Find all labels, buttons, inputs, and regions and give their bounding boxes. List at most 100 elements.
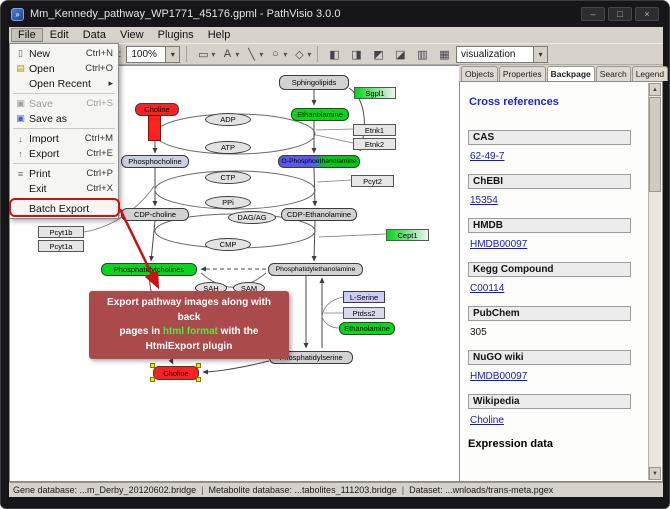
tab-properties[interactable]: Properties (498, 66, 546, 81)
selection-handle[interactable] (196, 377, 201, 382)
chevron-down-icon[interactable]: ▾ (211, 49, 216, 59)
xref-link-cas[interactable]: 62-49-7 (470, 151, 505, 162)
xref-link-chebi[interactable]: 15354 (470, 195, 498, 206)
save-as-disk-icon: ▣ (16, 113, 25, 123)
menu-item-batch-export[interactable]: Batch Export (10, 201, 118, 216)
chevron-down-icon[interactable]: ▾ (165, 46, 180, 62)
node-etnk2[interactable]: Etnk2 (353, 138, 396, 150)
menu-item-label: Import (29, 132, 59, 145)
distribute-horizontal-button[interactable]: ▥ (417, 48, 428, 61)
node-etnk1[interactable]: Etnk1 (353, 124, 396, 136)
menu-item-import[interactable]: ↓ Import Ctrl+M (10, 131, 118, 146)
tab-objects[interactable]: Objects (461, 66, 498, 81)
import-arrow-icon: ↓ (18, 133, 23, 144)
node-l-serine[interactable]: L-Serine (343, 291, 385, 303)
tab-legend[interactable]: Legend (631, 66, 669, 81)
node-cdp-ethanolamine[interactable]: CDP-Ethanolamine (281, 208, 357, 221)
node-atp[interactable]: ATP (205, 141, 251, 154)
datanode-tool-button[interactable]: ▭ ▾ (193, 45, 215, 63)
node-ethanolamine-2[interactable]: Ethanolamine (339, 322, 395, 335)
node-ppi[interactable]: PPi (205, 196, 251, 209)
chevron-down-icon[interactable]: ▾ (533, 47, 547, 62)
maximize-button[interactable]: □ (608, 7, 632, 21)
node-sphingolipids[interactable]: Sphingolipids (279, 75, 349, 90)
visualization-combobox[interactable]: visualization ▾ (456, 46, 548, 63)
status-metabolite-db: Metabolite database: ...tabolites_111203… (208, 485, 397, 495)
scroll-up-icon[interactable]: ▲ (649, 83, 661, 96)
chevron-down-icon[interactable]: ▾ (235, 49, 240, 59)
new-file-icon: ▯ (18, 48, 23, 58)
node-adp[interactable]: ADP (205, 113, 251, 126)
shape-tool-button[interactable]: ○ ▾ (265, 45, 287, 63)
xref-link-nugo[interactable]: HMDB00097 (470, 371, 528, 382)
node-pcyt1b[interactable]: Pcyt1b (38, 226, 84, 238)
line-tool-button[interactable]: ╲ ▾ (241, 45, 263, 63)
printer-icon: ≡ (17, 168, 24, 179)
status-dataset: Dataset: ...wnloads/trans-meta.pgex (409, 485, 554, 495)
zoom-value: 100% (131, 48, 157, 60)
node-pcyt2[interactable]: Pcyt2 (351, 175, 394, 187)
node-ctp[interactable]: CTP (205, 171, 251, 184)
menu-item-export[interactable]: ↑ Export Ctrl+E (10, 146, 118, 161)
menu-item-print[interactable]: ≡ Print Ctrl+P (10, 166, 118, 181)
menu-file[interactable]: File (11, 28, 43, 42)
node-ethanolamine[interactable]: Ethanolamine (291, 108, 349, 121)
db-header-cas: CAS (468, 130, 631, 145)
tab-backpage[interactable]: Backpage (546, 66, 595, 81)
selection-handle[interactable] (150, 377, 155, 382)
node-dag[interactable]: DAG/AG (228, 211, 276, 224)
close-button[interactable]: × (635, 7, 659, 21)
menu-item-save[interactable]: ▣ Save Ctrl+S (10, 96, 118, 111)
scrollbar-thumb[interactable] (649, 97, 661, 192)
chevron-down-icon[interactable]: ▾ (307, 49, 312, 59)
annotation-line2-post: with the (217, 326, 259, 337)
node-ptdss2[interactable]: Ptdss2 (343, 307, 385, 319)
selection-handle[interactable] (196, 363, 201, 368)
menu-edit[interactable]: Edit (49, 29, 69, 41)
menu-data[interactable]: Data (82, 29, 106, 41)
menu-plugins[interactable]: Plugins (157, 29, 194, 41)
align-top-button[interactable]: ◩ (373, 48, 384, 61)
shape-icon: ○ (272, 48, 279, 60)
tab-search[interactable]: Search (595, 66, 631, 81)
node-o-phosphoethanolamine[interactable]: O-Phosphoethanolamine (278, 155, 360, 168)
align-left-button[interactable]: ◧ (329, 48, 340, 61)
node-sgpl1[interactable]: Sgpl1 (354, 87, 396, 99)
node-choline-selected[interactable]: Choline (153, 366, 199, 380)
scroll-down-icon[interactable]: ▼ (649, 467, 661, 480)
side-panel: Objects Properties Backpage Search Legen… (459, 65, 669, 482)
chevron-down-icon[interactable]: ▾ (259, 49, 264, 59)
menu-item-exit[interactable]: Exit Ctrl+X (10, 181, 118, 196)
align-right-button[interactable]: ◨ (351, 48, 362, 61)
title-bar[interactable]: » Mm_Kennedy_pathway_WP1771_45176.gpml -… (1, 1, 669, 27)
template-tool-button[interactable]: ◇ ▾ (289, 45, 311, 63)
distribute-vertical-button[interactable]: ▦ (439, 48, 450, 61)
node-cmp[interactable]: CMP (205, 238, 251, 251)
align-bottom-button[interactable]: ◪ (395, 48, 406, 61)
menu-view[interactable]: View (119, 29, 144, 41)
menu-item-new[interactable]: ▯ New Ctrl+N (10, 46, 118, 61)
node-phosphatidylethanolamine[interactable]: Phosphatidylethanolamine (268, 263, 363, 276)
xref-link-kegg[interactable]: C00114 (470, 283, 505, 294)
zoom-combobox[interactable]: 100% ▾ (126, 45, 181, 63)
node-pcyt1a[interactable]: Pcyt1a (38, 240, 84, 252)
label-tool-button[interactable]: A ▾ (217, 45, 240, 63)
menu-item-save-as[interactable]: ▣ Save as (10, 111, 118, 126)
scrollbar[interactable]: ▲ ▼ (648, 83, 661, 480)
menu-help[interactable]: Help (207, 29, 231, 41)
node-phosphatidylcholines[interactable]: Phosphatidylcholines (101, 263, 197, 276)
db-header-nugo: NuGO wiki (468, 350, 631, 365)
xref-link-wikipedia[interactable]: Choline (470, 415, 504, 426)
status-separator: | (201, 485, 204, 495)
chevron-down-icon[interactable]: ▾ (283, 49, 288, 59)
menu-item-open[interactable]: ▤ Open Ctrl+O (10, 61, 118, 76)
minimize-button[interactable]: – (581, 7, 605, 21)
node-phosphocholine[interactable]: Phosphocholine (121, 155, 189, 168)
expression-colored-box[interactable] (148, 115, 161, 141)
node-cept1[interactable]: Cept1 (386, 229, 429, 241)
xref-link-hmdb[interactable]: HMDB00097 (470, 239, 528, 250)
menu-item-open-recent[interactable]: Open Recent ▸ (10, 76, 118, 91)
node-cdp-choline[interactable]: CDP-choline (121, 208, 189, 221)
selection-handle[interactable] (150, 363, 155, 368)
